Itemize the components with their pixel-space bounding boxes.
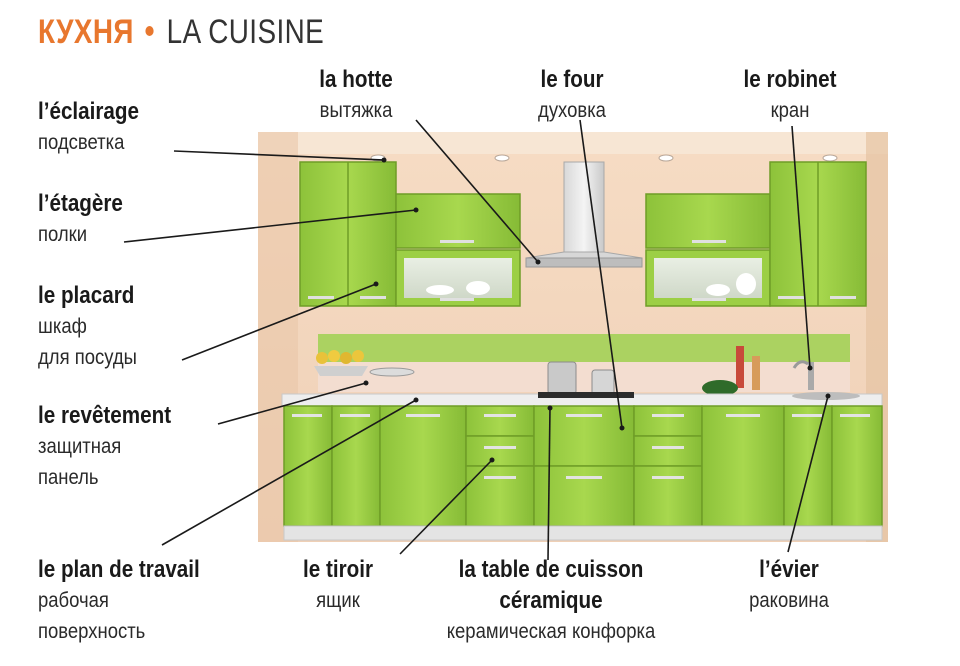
label-robinet-fr: le robinet xyxy=(743,66,837,93)
leader-dots xyxy=(363,157,831,463)
label-etagere-ru: полки xyxy=(38,223,88,246)
label-plan-de-travail: le plan de travail рабочая поверхность xyxy=(38,554,226,647)
label-placard: le placard шкаф для посуды xyxy=(38,280,150,373)
label-tiroir: le tiroir ящик xyxy=(282,554,394,616)
label-hotte: la hotte вытяжка xyxy=(296,64,416,126)
label-robinet-ru: кран xyxy=(770,99,810,122)
label-tiroir-fr: le tiroir xyxy=(303,556,373,583)
label-hotte-ru: вытяжка xyxy=(319,99,393,122)
label-plan-fr: le plan de travail xyxy=(38,556,200,583)
label-etagere: l’étagère полки xyxy=(38,188,137,250)
plinth xyxy=(283,525,883,541)
label-cuisson-fr1: la table de cuisson xyxy=(458,556,644,583)
label-revetement-fr: le revêtement xyxy=(38,402,172,429)
label-four-ru: духовка xyxy=(538,99,606,122)
cabinet-handles xyxy=(292,414,870,479)
label-table-de-cuisson: la table de cuisson céramique керамическ… xyxy=(406,554,696,647)
label-plan-ru1: рабочая xyxy=(38,589,109,612)
label-eclairage-ru: подсветка xyxy=(38,131,125,154)
title-french: LA CUISINE xyxy=(166,13,325,51)
label-evier: l’évier раковина xyxy=(724,554,854,616)
label-revetement-ru1: защитная xyxy=(38,435,122,458)
title-russian: КУХНЯ xyxy=(38,13,134,51)
leader-lines xyxy=(123,119,829,561)
label-plan-ru2: поверхность xyxy=(38,620,146,643)
countertop xyxy=(281,392,883,407)
ceiling-light-icon xyxy=(370,154,838,162)
label-placard-ru1: шкаф xyxy=(38,315,87,338)
label-four: le four духовка xyxy=(512,64,632,126)
bullet-dot-icon xyxy=(145,26,154,37)
label-cuisson-fr2: céramique xyxy=(499,587,603,614)
backsplash xyxy=(318,334,850,392)
countertop-items xyxy=(314,346,814,397)
upper-cabinets xyxy=(299,161,867,307)
label-robinet: le robinet кран xyxy=(722,64,858,126)
label-etagere-fr: l’étagère xyxy=(38,190,123,217)
label-revetement-ru2: панель xyxy=(38,466,99,489)
label-eclairage: l’éclairage подсветка xyxy=(38,96,155,158)
label-eclairage-fr: l’éclairage xyxy=(38,98,139,125)
label-placard-ru2: для посуды xyxy=(38,346,137,369)
label-hotte-fr: la hotte xyxy=(319,66,393,93)
label-revetement: le revêtement защитная панель xyxy=(38,400,193,493)
label-four-fr: le four xyxy=(540,66,604,93)
label-placard-fr: le placard xyxy=(38,282,135,309)
label-tiroir-ru: ящик xyxy=(316,589,360,612)
label-evier-fr: l’évier xyxy=(759,556,819,583)
page-title: КУХНЯ LA CUISINE xyxy=(38,12,324,52)
label-cuisson-ru: керамическая конфорка xyxy=(446,620,656,643)
label-evier-ru: раковина xyxy=(749,589,829,612)
